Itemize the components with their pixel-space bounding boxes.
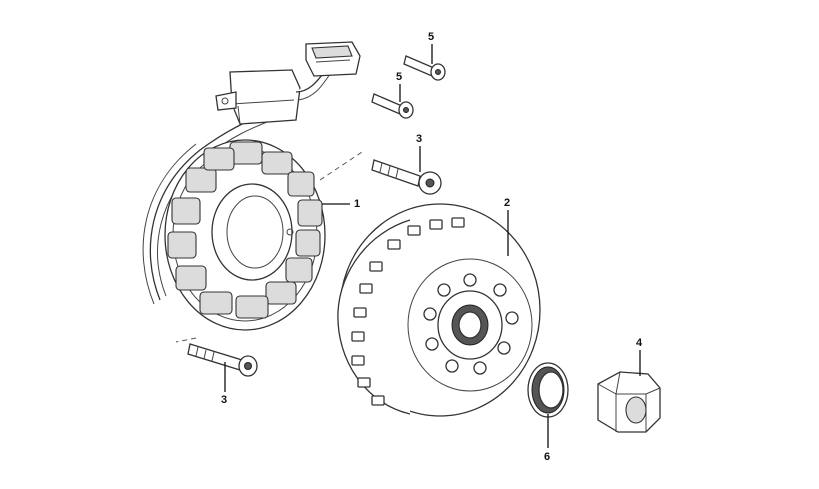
- harness-connector: [215, 69, 301, 125]
- callout-1: 1: [354, 198, 361, 210]
- screw-upper: [403, 55, 446, 81]
- stator-coils: [167, 141, 323, 319]
- flywheel-rotor: [337, 203, 541, 417]
- small-plug: [305, 41, 361, 77]
- leader-lines: [224, 44, 641, 448]
- callout-5-upper: 5: [428, 31, 435, 43]
- stator-assembly: [142, 41, 361, 331]
- bolt-upper: [371, 159, 442, 195]
- screw-lower: [371, 93, 414, 119]
- callout-4: 4: [636, 337, 643, 349]
- callout-5-lower: 5: [396, 71, 403, 83]
- rotor-slots: [351, 217, 465, 406]
- rotor-holes: [423, 273, 519, 375]
- callout-2: 2: [504, 197, 511, 209]
- callout-3-upper: 3: [416, 133, 423, 145]
- callout-6: 6: [544, 451, 551, 463]
- callout-3-lower: 3: [221, 394, 228, 406]
- washer: [527, 362, 569, 418]
- bolt-lower: [187, 343, 258, 377]
- hex-nut: [597, 371, 661, 433]
